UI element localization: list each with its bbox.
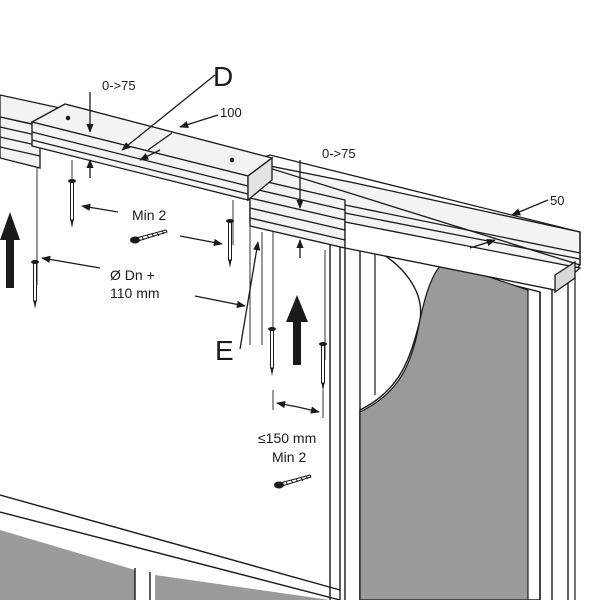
up-arrow-icon [0,212,20,288]
label-diameter-line1: Ø Dn + [110,267,155,283]
dimension-top-left: 0->75 [102,78,136,93]
label-min-2-bottom: Min 2 [272,449,306,465]
label-d: D [213,61,233,92]
dimension-top-right: 0->75 [322,146,356,161]
label-diameter-line2: 110 mm [110,285,160,301]
dimension-arrows [41,74,549,414]
block-d [30,103,274,202]
screw-icon [129,229,168,244]
up-arrow-icon [286,295,308,365]
lower-insulation [0,530,330,600]
top-plate [0,94,582,294]
dimension-100: 100 [220,105,242,120]
wall-frame [0,225,361,600]
dimension-50: 50 [550,193,564,208]
label-min-2-top: Min 2 [132,207,166,223]
label-spacing: ≤150 mm [258,430,316,446]
nail-icon [267,326,277,377]
nail-icon [67,178,77,229]
nail-icon [30,259,40,310]
screw-icon [273,474,312,489]
right-opening [359,249,576,600]
label-e: E [215,335,234,366]
nail-icon [318,341,328,392]
